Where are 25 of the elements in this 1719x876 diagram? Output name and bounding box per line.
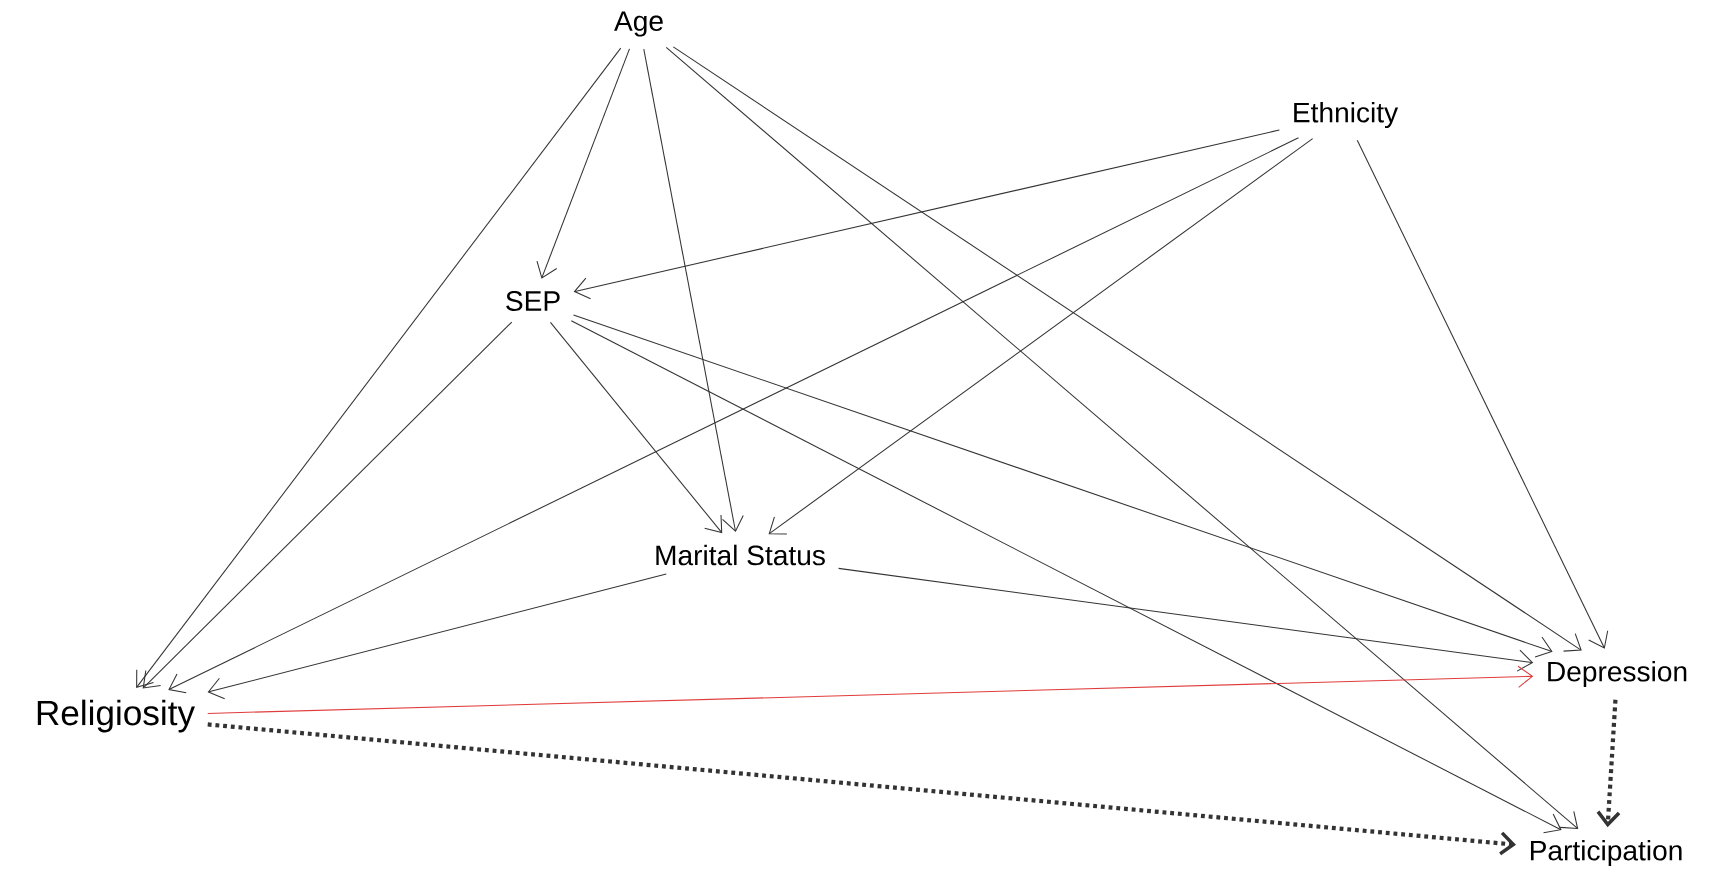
- arrow: [142, 321, 513, 689]
- node-label: Ethnicity: [1294, 101, 1399, 129]
- arrow: [665, 46, 1579, 830]
- arrow: [207, 573, 667, 700]
- arrow: [573, 314, 1553, 658]
- node-label: SEP: [506, 291, 560, 311]
- node-label: Religiosity: [37, 699, 195, 733]
- arrow: [207, 722, 1516, 856]
- arrow: [672, 46, 1582, 652]
- arrow: [643, 48, 744, 533]
- arrow: [1356, 139, 1609, 649]
- arrow: [768, 138, 1314, 535]
- arrow: [207, 665, 1534, 714]
- arrow: [838, 567, 1534, 672]
- arrow: [549, 321, 723, 534]
- arrow: [570, 320, 1562, 834]
- node-label: Marital Status: [656, 544, 825, 566]
- arrow: [536, 48, 630, 279]
- arrow: [168, 137, 1299, 694]
- arrow: [1596, 699, 1621, 828]
- arrow: [573, 129, 1280, 300]
- arrow: [136, 47, 622, 689]
- node-label: Participation: [1530, 839, 1682, 867]
- node-label: Depression: [1548, 660, 1687, 688]
- node-label: Age: [614, 11, 663, 37]
